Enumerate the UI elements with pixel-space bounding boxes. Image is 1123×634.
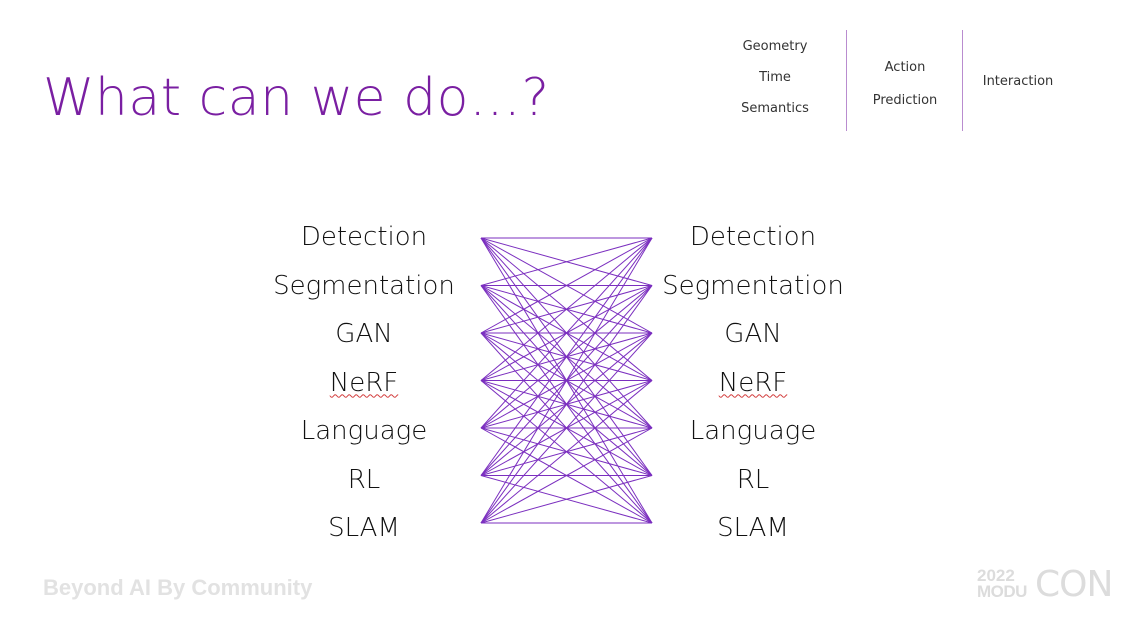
right-topic-gan: GAN xyxy=(724,319,782,349)
left-topic-detection: Detection xyxy=(300,222,428,252)
left-topic-nerf-label: NeRF xyxy=(329,367,399,398)
right-topic-segmentation: Segmentation xyxy=(662,270,844,301)
left-topic-list: Detection Segmentation GAN NeRF Language… xyxy=(264,213,464,553)
left-topic-nerf: NeRF xyxy=(264,359,464,408)
connector-line xyxy=(480,475,653,524)
header-item-prediction: Prediction xyxy=(872,93,938,108)
right-topic-nerf-label: NeRF xyxy=(718,367,788,398)
connector-line xyxy=(480,427,653,524)
header-item-interaction: Interaction xyxy=(982,74,1054,89)
connector-line xyxy=(480,237,653,286)
right-topic-rl: RL xyxy=(736,464,770,495)
right-topic-nerf: NeRF xyxy=(653,359,853,408)
connector-line xyxy=(480,237,653,429)
header-item-action: Action xyxy=(884,60,926,75)
connector-line xyxy=(480,237,653,334)
logo-modu: MODU xyxy=(977,582,1027,601)
slide-title: What can we do…? xyxy=(43,68,550,128)
right-topic-list: Detection Segmentation GAN NeRF Language… xyxy=(653,213,853,553)
connector-line xyxy=(480,237,653,381)
header-item-semantics: Semantics xyxy=(741,101,809,116)
header-item-time: Time xyxy=(759,70,791,85)
right-topic-language: Language xyxy=(689,416,817,446)
left-topic-slam: SLAM xyxy=(328,513,400,543)
left-topic-segmentation: Segmentation xyxy=(273,270,455,301)
left-topic-gan: GAN xyxy=(335,319,393,349)
logo-con: CON xyxy=(1035,564,1113,605)
connector-line xyxy=(480,237,653,524)
header-item-geometry: Geometry xyxy=(742,39,808,54)
header-divider-2 xyxy=(962,30,963,131)
connector-line xyxy=(480,285,653,524)
header-column-1: Geometry Time Semantics xyxy=(725,31,825,124)
left-topic-rl: RL xyxy=(347,464,381,495)
footer-tagline: Beyond AI By Community xyxy=(43,575,313,600)
connector-line xyxy=(480,380,653,524)
logo-year: 2022 xyxy=(977,566,1015,585)
right-topic-detection: Detection xyxy=(689,222,817,252)
header-column-3: Interaction xyxy=(972,66,1064,97)
right-topic-slam: SLAM xyxy=(717,513,789,543)
connector-line xyxy=(480,237,653,476)
header-divider-1 xyxy=(846,30,847,131)
header-column-2: Action Prediction xyxy=(852,51,958,117)
connector-line xyxy=(480,332,653,524)
left-topic-language: Language xyxy=(300,416,428,446)
